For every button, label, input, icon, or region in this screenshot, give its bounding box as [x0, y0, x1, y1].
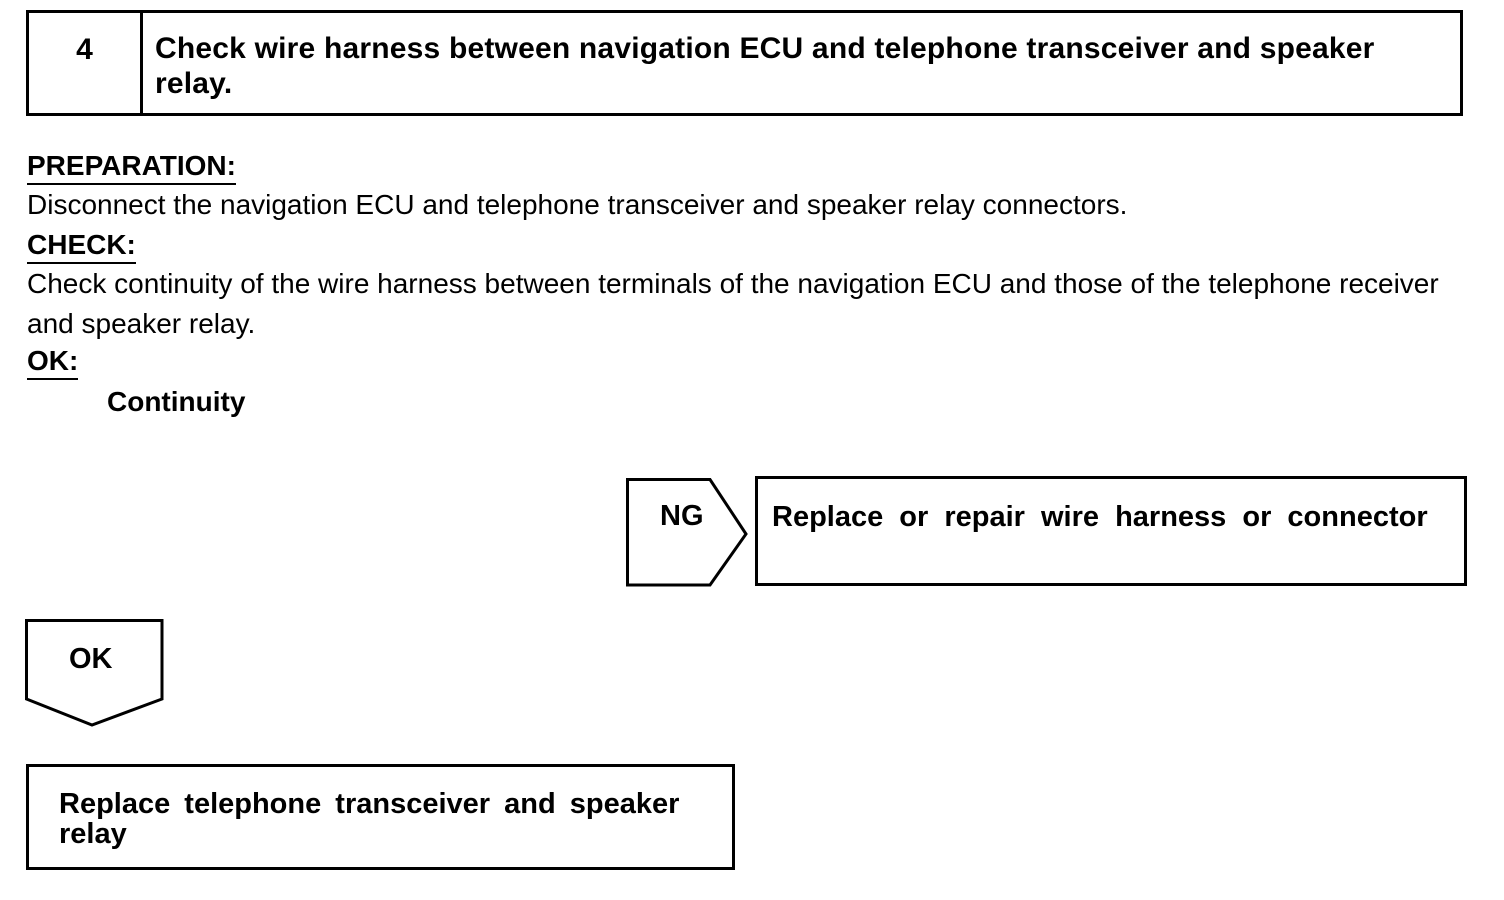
- preparation-label: PREPARATION:: [27, 150, 236, 185]
- ng-arrow-shape: [626, 478, 748, 587]
- ok-label: OK: [69, 643, 113, 675]
- step-title: Check wire harness between navigation EC…: [155, 32, 1375, 100]
- ok-criteria-label: OK:: [27, 345, 79, 380]
- check-text: Check continuity of the wire harness bet…: [27, 268, 1439, 339]
- ok-arrow-shape: [25, 619, 164, 727]
- step-number: 4: [29, 13, 143, 113]
- check-label: CHECK:: [27, 229, 136, 264]
- ng-label: NG: [660, 500, 704, 532]
- ok-criteria-value: Continuity: [107, 386, 246, 417]
- ng-action-box: Replace or repair wire harness or connec…: [755, 476, 1467, 586]
- preparation-text: Disconnect the navigation ECU and teleph…: [27, 189, 1128, 220]
- ok-action-box: Replace telephone transceiver and speake…: [26, 764, 735, 870]
- step-header: 4 Check wire harness between navigation …: [26, 10, 1463, 116]
